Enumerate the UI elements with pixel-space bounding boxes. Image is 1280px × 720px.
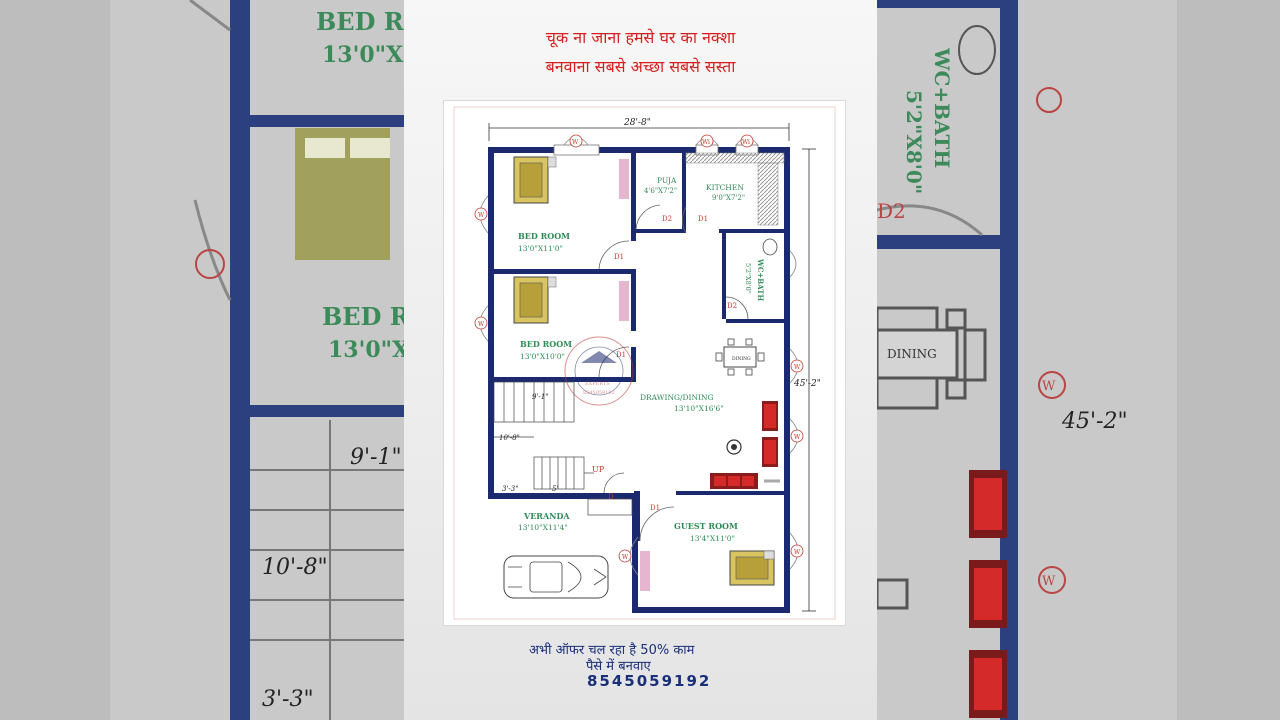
window-label-top-1: W (572, 139, 579, 146)
guest-room: D1 GUEST ROOM 13'4"X11'0" (639, 504, 775, 591)
footer-offer-line-2: पैसे में बनवाए (586, 659, 651, 674)
watermark-line-2: 8545059192 (583, 390, 615, 396)
drawing-name: DRAWING/DINING (640, 393, 714, 402)
stair-dim-4: 5' (552, 485, 558, 493)
kitchen-name: KITCHEN (706, 183, 744, 192)
dining-table-label: DINING (732, 356, 751, 362)
left-bed-room-name: BED RO (316, 7, 404, 36)
left-dim-1: 9'-1" (350, 445, 402, 470)
watermark-seal: EXPERTS 8545059192 (564, 336, 634, 406)
guest-room-size: 13'4"X11'0" (690, 534, 735, 543)
window-label-right-1: W (794, 364, 801, 371)
window-label-left-2: W (478, 321, 485, 328)
puja-size: 4'6"X7'2" (644, 187, 677, 195)
door-label-wc: D2 (727, 302, 737, 310)
veranda-size: 13'10"X11'4" (518, 523, 568, 532)
left-background-plan: BED RO 13'0"X BED RO 13'0"X 9'-1" 10'-8"… (0, 0, 404, 720)
bed-room-1-size: 13'0"X11'0" (518, 244, 563, 253)
drawing-dining: DINING DRAWING/DINING 13'10"X16'6" (640, 338, 780, 489)
right-w-label-2: W (1042, 574, 1056, 589)
window-label-right-3: W (794, 549, 801, 556)
door-label-kitchen: D1 (698, 215, 708, 223)
bed-room-1-name: BED ROOM (518, 231, 570, 241)
right-wc-size: 5'2"X8'0" (902, 90, 926, 194)
car-icon (503, 555, 609, 599)
wc-bath: WC+BATH 5'2"X8'0" D2 (725, 238, 778, 320)
door-label-main: D (608, 493, 614, 501)
puja-room: PUJA 4'6"X7'2" D2 (635, 176, 677, 230)
right-wc-name: WC+BATH (930, 47, 954, 168)
headline-line-2: बनवाना सबसे अच्छा सबसे सस्ता (545, 57, 736, 76)
bed-room-2: BED ROOM 13'0"X10'0" D1 (513, 276, 630, 378)
right-d2-label: D2 (877, 199, 906, 223)
puja-name: PUJA (657, 176, 677, 185)
footer-phone-number: 8545059192 (587, 672, 712, 690)
right-dining-label: DINING (887, 347, 937, 361)
dimension-lines (453, 106, 836, 620)
window-label-top-3: Wi (742, 139, 750, 146)
window-label-top-2: Wi (702, 139, 710, 146)
drawing-size: 13'10"X16'6" (674, 404, 724, 413)
stair-dim-2: 10'-8" (499, 434, 520, 442)
left-background-panel: BED RO 13'0"X BED RO 13'0"X 9'-1" 10'-8"… (0, 0, 404, 720)
kitchen-room: KITCHEN 9'0"X7'2" D1 (682, 152, 785, 234)
left-dim-2: 10'-8" (262, 555, 328, 580)
veranda-name: VERANDA (523, 511, 570, 521)
watermark-line-1: EXPERTS (585, 381, 610, 387)
overall-depth-label: 45'-2" (793, 379, 821, 389)
door-label-guest: D1 (650, 504, 660, 512)
staircase: 9'-1" 10'-8" 3'-3" 5' UP D (493, 381, 633, 516)
left-bed-room-size: 13'0"X (322, 42, 404, 68)
veranda: VERANDA 13'10"X11'4" (503, 511, 609, 599)
stair-dim-1: 9'-1" (532, 393, 548, 401)
right-dim-label: 45'-2" (1061, 409, 1128, 434)
outer-walls (488, 147, 790, 613)
right-background-plan: WC+BATH 5'2"X8'0" D2 DINING W 45'-2" W (877, 0, 1280, 720)
floor-plan: 28'-8" 45'-2" (443, 100, 846, 626)
left-bed-room-name-2: BED RO (322, 302, 404, 331)
bed-room-1: BED ROOM 13'0"X11'0" D1 (513, 156, 630, 270)
window-label-veranda: W (622, 554, 629, 561)
floor-plan-drawing: 28'-8" 45'-2" (453, 106, 836, 620)
wc-size: 5'2"X8'0" (744, 263, 752, 294)
window-label-right-2: W (794, 434, 801, 441)
window-label-left-1: W (478, 212, 485, 219)
stair-dim-3: 3'-3" (502, 485, 518, 493)
right-w-label: W (1042, 379, 1056, 394)
bed-room-2-size: 13'0"X10'0" (520, 352, 565, 361)
door-label-bed1: D1 (614, 253, 624, 261)
right-background-panel: WC+BATH 5'2"X8'0" D2 DINING W 45'-2" W (877, 0, 1280, 720)
left-bed-room-size-2: 13'0"X (328, 337, 404, 363)
left-dim-3: 3'-3" (262, 687, 314, 712)
footer-offer-line: अभी ऑफर चल रहा है 50% काम (529, 643, 695, 658)
side-windows: W W W W W W (474, 195, 804, 576)
door-label-puja: D2 (662, 215, 672, 223)
top-windows: W Wi Wi (553, 134, 759, 156)
door-label-bed2: D1 (616, 351, 626, 359)
wc-name: WC+BATH (756, 258, 765, 301)
overall-width-label: 28'-8" (623, 118, 651, 128)
kitchen-size: 9'0"X7'2" (712, 194, 745, 202)
bed-room-2-name: BED ROOM (520, 339, 572, 349)
headline-line-1: चूक ना जाना हमसे घर का नक्शा (545, 28, 736, 47)
stair-up-label: UP (592, 465, 605, 474)
guest-room-name: GUEST ROOM (674, 521, 738, 531)
interior-walls (494, 153, 784, 541)
